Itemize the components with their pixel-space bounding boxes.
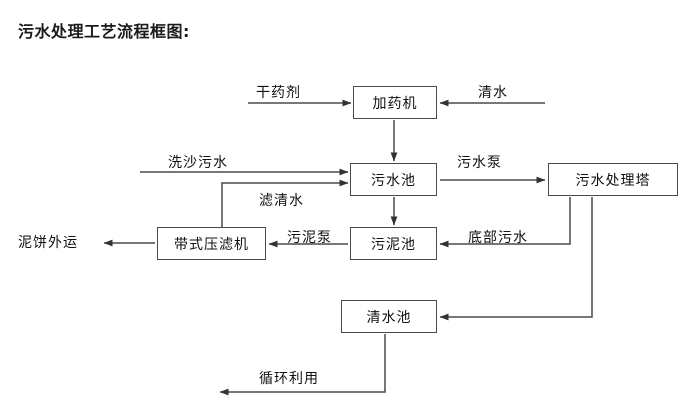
terminal-mud-cake-output: 泥饼外运 [18,235,78,251]
edge-filtrate-to-sewage-pool [221,179,349,227]
node-dosing-machine[interactable]: 加药机 [353,86,437,119]
terminal-clean-water-input: 清水 [478,85,508,101]
terminal-dry-reagent-input: 干药剂 [256,85,301,101]
terminal-sand-wash-input: 洗沙污水 [168,155,228,171]
node-treatment-tower[interactable]: 污水处理塔 [548,163,678,196]
node-sewage-pool[interactable]: 污水池 [350,163,437,196]
node-sludge-pool[interactable]: 污泥池 [350,227,437,260]
edge-label-sewage-pump-label: 污水泵 [457,155,502,171]
edge-label-sludge-pump-label: 污泥泵 [287,230,332,246]
node-clear-water-pool[interactable]: 清水池 [341,300,437,333]
edge-label-filtrate-label: 滤清水 [259,193,304,209]
edge-label-recycle-label: 循环利用 [259,371,319,387]
edge-clear-water-to-recycle [219,334,386,396]
page-title: 污水处理工艺流程框图: [18,22,190,41]
edge-tower-to-sludge [439,197,571,248]
edge-label-bottom-sewage-label: 底部污水 [468,230,528,246]
edge-tower-to-clear-water [439,197,593,321]
node-belt-filter-press[interactable]: 带式压滤机 [157,227,266,260]
